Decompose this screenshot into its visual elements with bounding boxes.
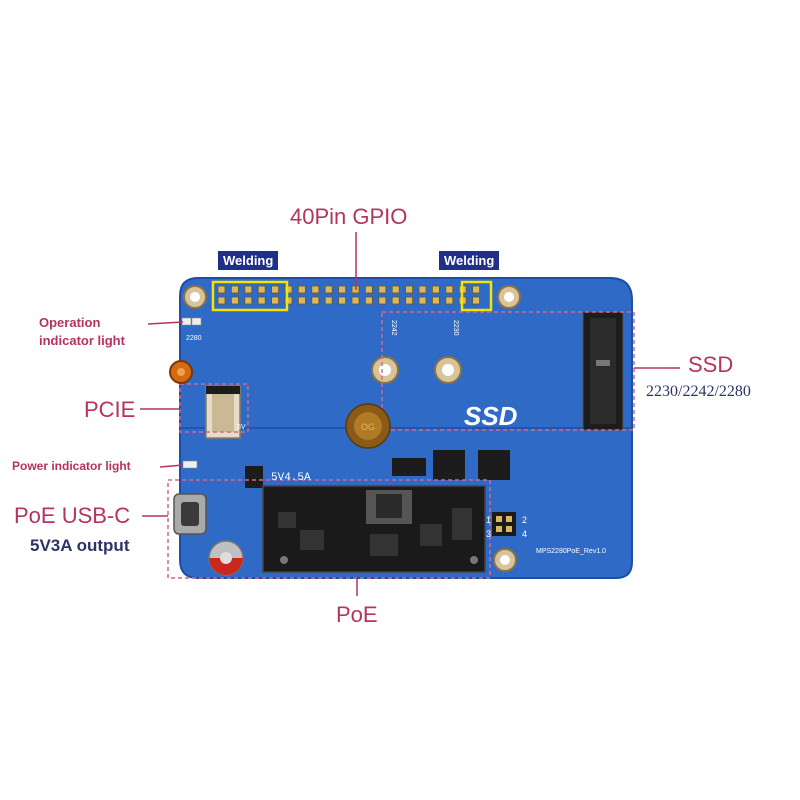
board-voltage-text: 5V4.5A xyxy=(271,472,311,484)
poe-module xyxy=(262,485,486,573)
header-pin-3: 3 xyxy=(486,529,491,539)
gpio-pin xyxy=(472,285,481,294)
gpio-pin xyxy=(311,296,320,305)
small-ic xyxy=(245,466,263,488)
gpio-pin xyxy=(351,296,360,305)
gpio-pin xyxy=(324,296,333,305)
gpio-pin xyxy=(230,285,239,294)
gpio-pin xyxy=(472,296,481,305)
header-pin-2: 2 xyxy=(522,515,527,525)
gpio-pin xyxy=(378,296,387,305)
header-pin-1: 1 xyxy=(486,515,491,525)
pcie-region-dashed xyxy=(179,383,249,433)
gpio-pin xyxy=(297,296,306,305)
electrolytic-capacitor xyxy=(208,540,244,576)
gpio-pin xyxy=(431,296,440,305)
power-indicator-label: Power indicator light xyxy=(12,459,131,473)
four-pin-header xyxy=(492,512,516,536)
gpio-pin xyxy=(445,296,454,305)
board-ssd-text: SSD xyxy=(464,401,518,431)
gpio-pin xyxy=(297,285,306,294)
gpio-pin xyxy=(217,296,226,305)
board-mark-5v: 5V xyxy=(237,424,246,431)
ssd-label: SSD xyxy=(688,352,734,377)
gpio-pin xyxy=(271,296,280,305)
gpio-pin xyxy=(338,285,347,294)
gpio-pin xyxy=(445,285,454,294)
gpio-pin xyxy=(311,285,320,294)
power-indicator-leader-line xyxy=(159,464,184,468)
gpio-pin xyxy=(284,285,293,294)
board-mark-2242: 2242 xyxy=(390,320,397,336)
poe-label: PoE xyxy=(336,602,378,627)
ssd-sizes-label: 2230/2242/2280 xyxy=(646,383,751,400)
m2-ssd-slot xyxy=(582,311,624,431)
poe-usbc-label: PoE USB-C xyxy=(14,503,131,528)
gpio-pin xyxy=(364,296,373,305)
gpio-pin xyxy=(230,296,239,305)
output-label: 5V3A output xyxy=(30,536,130,555)
gpio-pin xyxy=(391,296,400,305)
gpio-pin xyxy=(364,285,373,294)
gpio-pin xyxy=(257,296,266,305)
gpio-pin xyxy=(431,285,440,294)
gpio-pin xyxy=(418,296,427,305)
board-mark-2280: 2280 xyxy=(186,335,202,342)
board-revision-text: MPS2280PoE_Rev1.0 xyxy=(536,548,606,555)
pcie-fpc-connector xyxy=(205,385,241,439)
usb-c-port xyxy=(173,493,207,535)
gpio-pin xyxy=(257,285,266,294)
header-pin-4: 4 xyxy=(522,529,527,539)
welding-tag-right: Welding xyxy=(439,251,500,270)
gpio-pin xyxy=(284,296,293,305)
gpio-header xyxy=(217,285,481,305)
ssd-region-dashed xyxy=(381,311,635,431)
operation-indicator-label: Operation indicator light xyxy=(39,315,125,348)
welding-tag-left: Welding xyxy=(218,251,279,270)
welding-highlight-left xyxy=(211,280,289,312)
gpio-pin xyxy=(324,285,333,294)
gpio-pin xyxy=(244,285,253,294)
mosfet-chips xyxy=(392,450,510,480)
pcie-label: PCIE xyxy=(84,397,136,422)
gpio-pin xyxy=(378,285,387,294)
gpio-pin xyxy=(391,285,400,294)
gpio-pin xyxy=(244,296,253,305)
poe-region-dashed xyxy=(167,479,491,579)
board-mark-2230: 2230 xyxy=(452,320,459,336)
gpio-pin xyxy=(271,285,280,294)
gpio-pin xyxy=(338,296,347,305)
operation-leader-line xyxy=(147,321,184,325)
gpio-pin xyxy=(217,285,226,294)
svg-text:OG: OG xyxy=(361,422,375,432)
gpio-label: 40Pin GPIO xyxy=(290,204,408,229)
gpio-pin xyxy=(418,285,427,294)
gpio-pin xyxy=(405,285,414,294)
power-indicator-led xyxy=(182,460,198,469)
welding-highlight-right xyxy=(460,280,493,312)
gpio-pin xyxy=(405,296,414,305)
